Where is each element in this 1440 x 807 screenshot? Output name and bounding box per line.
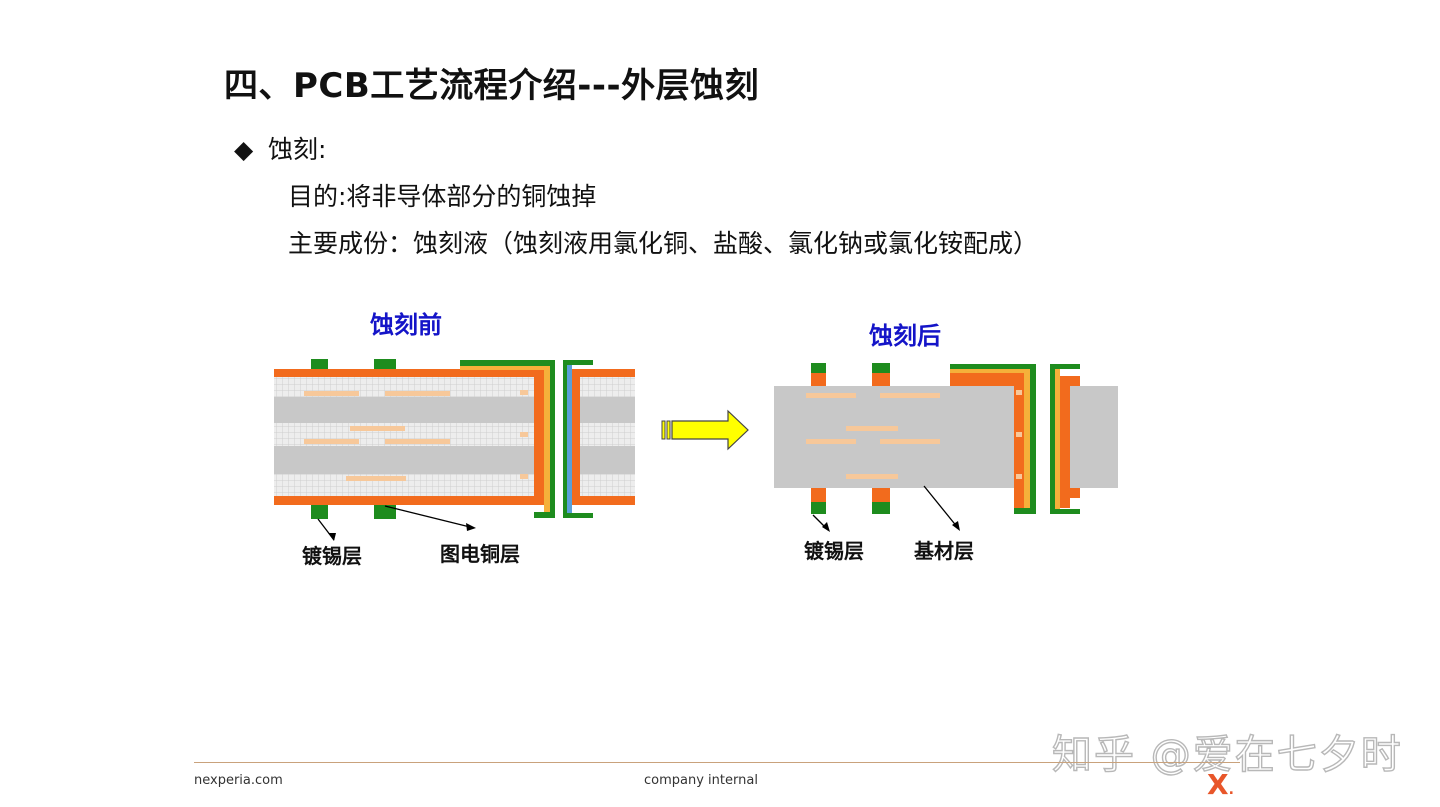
footer-divider	[194, 762, 1240, 763]
bullet-heading-row: ◆ 蚀刻:	[234, 130, 326, 166]
after-board	[774, 363, 1118, 514]
footer-classification: company internal	[644, 773, 758, 788]
footer-website: nexperia.com	[194, 773, 283, 788]
nexperia-logo: X.	[1207, 768, 1234, 801]
logo-dot: .	[1228, 782, 1234, 798]
before-copper-bottom	[274, 496, 536, 505]
before-substrate-layer-2	[274, 446, 534, 474]
before-title: 蚀刻前	[369, 311, 442, 339]
before-label-copper: 图电铜层	[440, 542, 520, 566]
after-title: 蚀刻后	[868, 322, 941, 350]
composition-text: 主要成份：蚀刻液（蚀刻液用氯化铜、盐酸、氯化钠或氯化铵配成）	[288, 229, 1039, 258]
before-copper-top	[274, 369, 536, 377]
before-label-tin: 镀锡层	[302, 544, 362, 568]
after-label-tin: 镀锡层	[804, 539, 864, 563]
diamond-bullet-icon: ◆	[234, 135, 254, 164]
before-substrate-layer-1	[274, 397, 534, 423]
after-substrate	[774, 386, 1014, 488]
before-board	[274, 359, 635, 519]
after-label-substrate: 基材层	[914, 539, 974, 563]
logo-letter: X	[1207, 768, 1229, 801]
zhihu-watermark: 知乎 @爱在七夕时	[1051, 731, 1403, 778]
purpose-text: 目的:将非导体部分的铜蚀掉	[288, 182, 597, 211]
bullet-heading: 蚀刻:	[268, 135, 327, 164]
process-arrow-icon	[661, 409, 749, 451]
page-title: 四、PCB工艺流程介绍---外层蚀刻	[224, 66, 760, 106]
